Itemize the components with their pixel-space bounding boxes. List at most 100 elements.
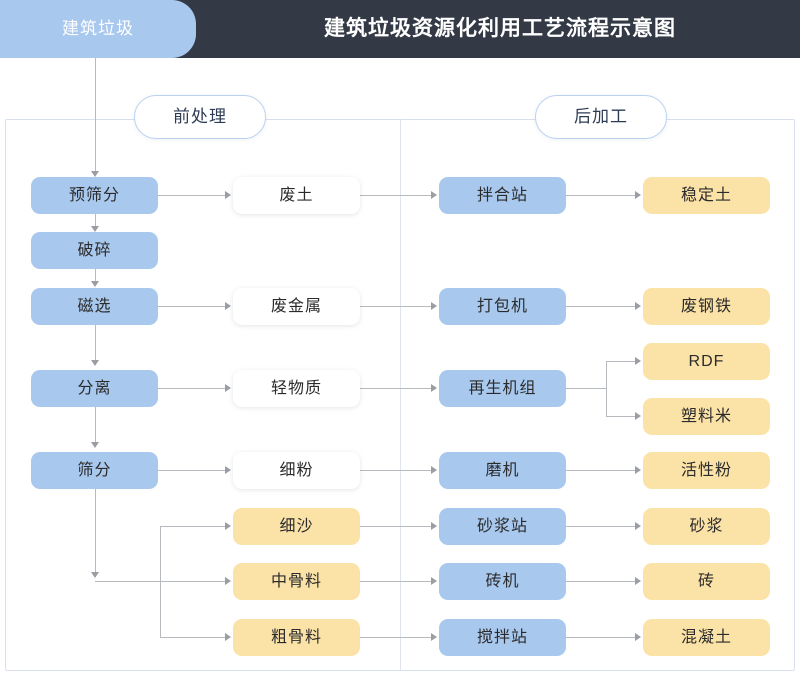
edge-regenunit-riser — [606, 361, 607, 416]
node-mortar-station[interactable]: 砂浆站 — [439, 508, 566, 545]
node-light-material-label: 轻物质 — [270, 380, 322, 397]
edge-midaggregate-to-brickmachine-arrow — [431, 577, 437, 585]
edge-wastemetal-to-baler — [360, 306, 431, 307]
node-mortar-station-label: 砂浆站 — [476, 518, 528, 535]
node-regeneration-unit[interactable]: 再生机组 — [439, 370, 566, 407]
node-coarse-aggregate[interactable]: 粗骨料 — [233, 619, 360, 656]
edge-screening-to-coarseaggregate-arrow — [225, 633, 231, 641]
edge-source-to-prescreen-arrow — [91, 171, 99, 177]
node-baler[interactable]: 打包机 — [439, 288, 566, 325]
node-brick-machine[interactable]: 砖机 — [439, 563, 566, 600]
edge-screening-to-coarseaggregate — [160, 637, 225, 638]
edge-screening-to-finepowder — [158, 470, 225, 471]
edge-coarseaggregate-to-concretestation-arrow — [431, 633, 437, 641]
edge-magnetic-to-separation-arrow — [91, 360, 99, 366]
edge-crush-to-magnetic-arrow — [91, 281, 99, 287]
source-tab-label: 建筑垃圾 — [62, 19, 134, 38]
edge-coarseaggregate-to-concretestation — [360, 637, 431, 638]
node-rdf[interactable]: RDF — [643, 343, 770, 380]
edge-separation-to-screening-arrow — [91, 442, 99, 448]
node-regeneration-unit-label: 再生机组 — [468, 380, 537, 397]
section-divider — [400, 119, 401, 671]
edge-crush-to-magnetic — [95, 269, 96, 281]
edge-regenunit-to-plasticpellet-arrow — [635, 412, 641, 420]
edge-lightmaterial-to-regenunit — [360, 388, 431, 389]
node-fine-powder[interactable]: 细粉 — [233, 452, 360, 489]
node-screening-label: 筛分 — [77, 462, 112, 479]
node-screening[interactable]: 筛分 — [31, 452, 158, 489]
edge-screening-fan-riser — [160, 526, 161, 637]
node-waste-metal-label: 废金属 — [270, 298, 322, 315]
node-waste-soil[interactable]: 废土 — [233, 177, 360, 214]
node-plastic-pellet-label: 塑料米 — [680, 408, 732, 425]
edge-finesand-to-mortarstation-arrow — [431, 522, 437, 530]
source-tab[interactable]: 建筑垃圾 — [0, 0, 196, 58]
edge-prescreen-to-crush — [95, 214, 96, 226]
edge-separation-to-lightmaterial — [158, 388, 225, 389]
edge-lightmaterial-to-regenunit-arrow — [431, 384, 437, 392]
node-brick-machine-label: 砖机 — [485, 573, 520, 590]
edge-prescreen-to-crush-arrow — [91, 226, 99, 232]
edge-screening-to-finepowder-arrow — [225, 466, 231, 474]
node-concrete-station-label: 搅拌站 — [476, 629, 528, 646]
node-brick[interactable]: 砖 — [643, 563, 770, 600]
node-fine-sand-label: 细沙 — [279, 518, 314, 535]
edge-wastemetal-to-baler-arrow — [431, 302, 437, 310]
node-magnetic-separation-label: 磁选 — [77, 298, 112, 315]
node-coarse-aggregate-label: 粗骨料 — [270, 629, 322, 646]
node-prescreen[interactable]: 预筛分 — [31, 177, 158, 214]
edge-screening-drop-arrow — [91, 572, 99, 578]
edge-magnetic-to-wastemetal — [158, 306, 225, 307]
edge-mixingstation-to-stablesoil — [566, 195, 635, 196]
node-active-powder[interactable]: 活性粉 — [643, 452, 770, 489]
node-prescreen-label: 预筛分 — [68, 187, 120, 204]
node-light-material[interactable]: 轻物质 — [233, 370, 360, 407]
edge-prescreen-to-wastesoil — [158, 195, 225, 196]
edge-finepowder-to-mill-arrow — [431, 466, 437, 474]
node-crush[interactable]: 破碎 — [31, 232, 158, 269]
node-waste-metal[interactable]: 废金属 — [233, 288, 360, 325]
edge-regenunit-trunk — [566, 388, 606, 389]
node-stabilized-soil[interactable]: 稳定土 — [643, 177, 770, 214]
section-header-postprocessing: 后加工 — [535, 95, 667, 139]
edge-regenunit-to-rdf — [606, 361, 635, 362]
page-title: 建筑垃圾资源化利用工艺流程示意图 — [324, 17, 676, 40]
node-stabilized-soil-label: 稳定土 — [680, 187, 732, 204]
node-mill[interactable]: 磨机 — [439, 452, 566, 489]
edge-magnetic-to-separation — [95, 324, 96, 360]
node-separation[interactable]: 分离 — [31, 370, 158, 407]
edge-brickmachine-to-brick — [566, 581, 635, 582]
edge-mill-to-activepowder-arrow — [635, 466, 641, 474]
node-active-powder-label: 活性粉 — [680, 462, 732, 479]
edge-mill-to-activepowder — [566, 470, 635, 471]
node-baler-label: 打包机 — [476, 298, 528, 315]
edge-mixingstation-to-stablesoil-arrow — [635, 191, 641, 199]
edge-concretestation-to-concrete-arrow — [635, 633, 641, 641]
node-waste-soil-label: 废土 — [279, 187, 314, 204]
edge-magnetic-to-wastemetal-arrow — [225, 302, 231, 310]
node-concrete-station[interactable]: 搅拌站 — [439, 619, 566, 656]
node-plastic-pellet[interactable]: 塑料米 — [643, 398, 770, 435]
edge-finesand-to-mortarstation — [360, 526, 431, 527]
node-concrete[interactable]: 混凝土 — [643, 619, 770, 656]
node-magnetic-separation[interactable]: 磁选 — [31, 288, 158, 325]
edge-screening-to-midaggregate-arrow — [225, 577, 231, 585]
edge-separation-to-screening — [95, 406, 96, 442]
node-mid-aggregate[interactable]: 中骨料 — [233, 563, 360, 600]
node-mid-aggregate-label: 中骨料 — [270, 573, 322, 590]
node-separation-label: 分离 — [77, 380, 112, 397]
edge-baler-to-scrapsteel — [566, 306, 635, 307]
header: 建筑垃圾资源化利用工艺流程示意图 建筑垃圾 — [0, 0, 800, 58]
node-mortar[interactable]: 砂浆 — [643, 508, 770, 545]
edge-wastesoil-to-mixingstation — [360, 195, 431, 196]
section-header-postprocessing-label: 后加工 — [574, 107, 628, 126]
edge-mortarstation-to-mortar-arrow — [635, 522, 641, 530]
node-rdf-label: RDF — [688, 353, 725, 370]
node-concrete-label: 混凝土 — [680, 629, 732, 646]
node-crush-label: 破碎 — [77, 242, 112, 259]
node-mixing-station[interactable]: 拌合站 — [439, 177, 566, 214]
node-fine-sand[interactable]: 细沙 — [233, 508, 360, 545]
node-scrap-steel[interactable]: 废钢铁 — [643, 288, 770, 325]
node-scrap-steel-label: 废钢铁 — [680, 298, 732, 315]
node-fine-powder-label: 细粉 — [279, 462, 314, 479]
